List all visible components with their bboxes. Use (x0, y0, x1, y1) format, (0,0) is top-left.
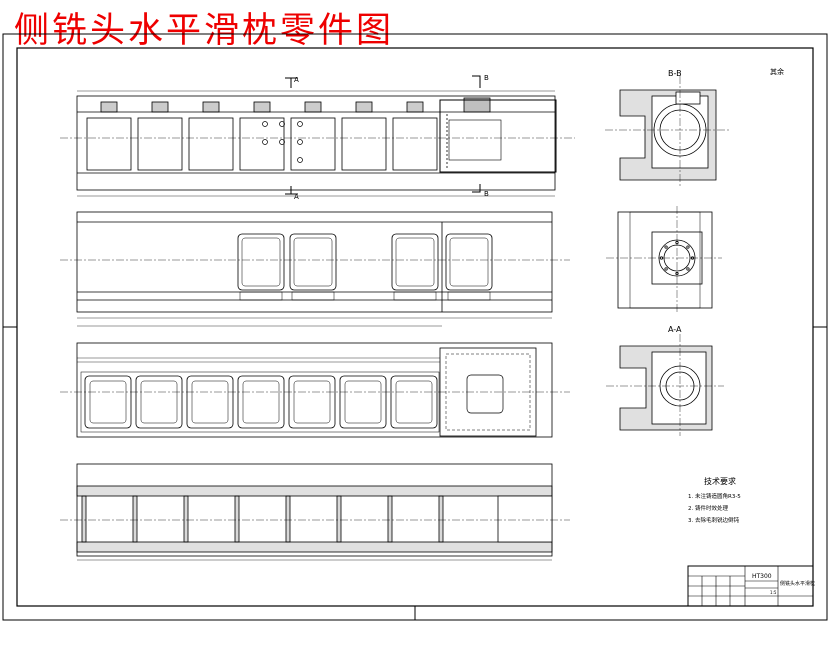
pocket-inner (191, 380, 229, 424)
titleblock-part-name: 侧铣头水平滑枕 (780, 580, 815, 587)
front-section-view (60, 75, 575, 197)
section-b-b-view (605, 76, 730, 186)
title-block (687, 565, 814, 607)
view-a-a-label: A-A (668, 325, 682, 334)
pocket-outline (237, 375, 285, 429)
rib-hatch (202, 101, 220, 113)
rib-hatch (253, 101, 271, 113)
titleblock-scale: 1:5 (770, 590, 777, 595)
cavity-outline (137, 117, 183, 171)
section-a-a-view (606, 334, 724, 436)
section-b-label-bottom: B (484, 190, 489, 198)
sheet-border (2, 33, 828, 621)
section-a-label-bottom: A (294, 193, 299, 201)
pocket-outline (288, 375, 336, 429)
bolt-hole (686, 267, 690, 271)
section-b-label-top: B (484, 74, 489, 82)
window-inner (293, 237, 333, 287)
window-inner (449, 237, 489, 287)
pocket-outline (339, 375, 387, 429)
rib-hatch (304, 101, 322, 113)
window-outline (237, 233, 285, 291)
titleblock-material: HT300 (752, 573, 772, 580)
bottom-view-ribs (81, 495, 553, 543)
rib-section (438, 495, 444, 543)
view-b-b-label: B-B (668, 69, 682, 78)
rib-section (387, 495, 393, 543)
section-a-label-top: A (294, 76, 299, 84)
pocket-inner (242, 380, 280, 424)
window-sill (393, 291, 437, 301)
roughness-note: 其余 (770, 67, 784, 76)
rib-hatch (151, 101, 169, 113)
front-view-cavities (86, 101, 438, 171)
cavity-outline (392, 117, 438, 171)
cavity-outline (239, 117, 285, 171)
pocket-inner (89, 380, 127, 424)
rib-section (81, 495, 87, 543)
drawing-title: 侧铣头水平滑枕零件图 (14, 11, 395, 51)
window-outline (289, 233, 337, 291)
pocket-inner (293, 380, 331, 424)
pocket-inner (140, 380, 178, 424)
pocket-outline (135, 375, 183, 429)
bolt-hole (664, 245, 668, 249)
rib-hatch (406, 101, 424, 113)
cavity-outline (188, 117, 234, 171)
tech-requirement-item: 3. 去除毛刺锐边倒钝 (688, 516, 739, 524)
elevation-windows (237, 233, 493, 301)
bolt-hole (664, 267, 668, 271)
tech-requirements-heading: 技术要求 (704, 476, 736, 486)
window-outline (445, 233, 493, 291)
rib-section (183, 495, 189, 543)
plan-view-pockets (84, 375, 438, 429)
rib-section (234, 495, 240, 543)
plan-view (60, 342, 570, 438)
tech-requirement-item: 2. 铸件时效处理 (688, 504, 728, 512)
window-outline (391, 233, 439, 291)
bore-section (497, 495, 553, 543)
pocket-inner (344, 380, 382, 424)
window-sill (291, 291, 335, 301)
elevation-view (60, 211, 570, 327)
pocket-outline (390, 375, 438, 429)
window-inner (241, 237, 281, 287)
pocket-outline (84, 375, 132, 429)
rib-hatch (355, 101, 373, 113)
rib-section (336, 495, 342, 543)
cavity-outline (341, 117, 387, 171)
rib-hatch (100, 101, 118, 113)
pocket-outline (186, 375, 234, 429)
pocket-inner (395, 380, 433, 424)
rib-section (285, 495, 291, 543)
tech-requirement-item: 1. 未注铸造圆角R3-5 (688, 492, 741, 500)
window-inner (395, 237, 435, 287)
bottom-section-view (60, 463, 570, 561)
cavity-outline (290, 117, 336, 171)
window-sill (447, 291, 491, 301)
rib-section (132, 495, 138, 543)
bolt-hole (686, 245, 690, 249)
cavity-outline (86, 117, 132, 171)
side-elevation-view (606, 206, 722, 314)
front-view-bolt-holes (262, 121, 303, 163)
window-sill (239, 291, 283, 301)
